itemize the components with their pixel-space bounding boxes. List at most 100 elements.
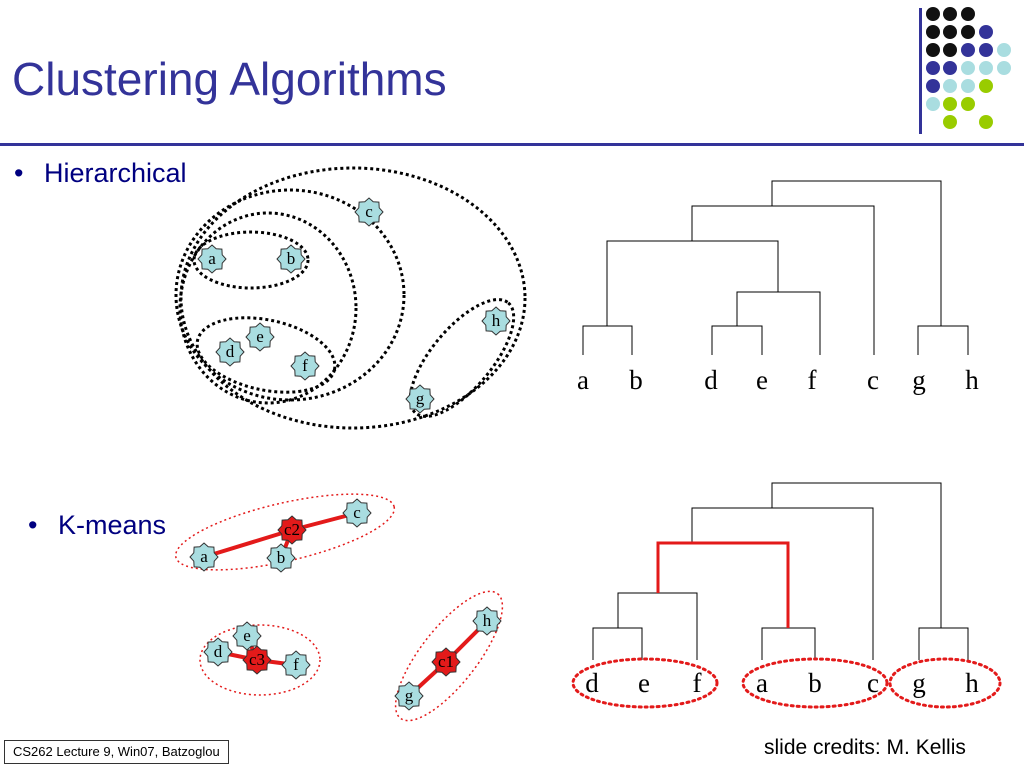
kmeans-leaf-b: b: [808, 668, 822, 698]
cluster-all: [179, 166, 527, 430]
kmeans-cluster-gh: [394, 590, 504, 722]
kmeans-leaf-h: h: [965, 668, 979, 698]
svg-text:g: g: [416, 389, 425, 408]
decorative-dot: [926, 97, 940, 111]
bullet-hierarchical: •Hierarchical: [14, 158, 187, 188]
bullet-kmeans: •K-means: [28, 510, 167, 540]
decorative-dot: [961, 97, 975, 111]
bullet-hierarchical-text: Hierarchical: [44, 158, 187, 188]
hierarchical-leaf-h: h: [965, 365, 979, 395]
hierarchical-dendrogram: [582, 180, 969, 355]
hierarchical-point-c: c: [354, 197, 384, 227]
decorative-vertical-line: [919, 8, 922, 134]
kmeans-leaf-f: f: [693, 668, 702, 698]
decorative-dot: [979, 43, 993, 57]
svg-text:c: c: [353, 503, 361, 522]
hierarchical-leaf-b: b: [629, 365, 643, 395]
svg-text:d: d: [214, 642, 223, 661]
kmeans-point-a: a: [189, 542, 219, 572]
decorative-dot: [979, 61, 993, 75]
decorative-dot: [997, 43, 1011, 57]
decorative-dot: [926, 43, 940, 57]
svg-text:e: e: [243, 626, 251, 645]
kmeans-point-f: f: [281, 650, 311, 680]
decorative-dot: [979, 115, 993, 129]
decorative-dot: [943, 97, 957, 111]
decorative-dot: [926, 79, 940, 93]
svg-text:h: h: [483, 611, 492, 630]
cluster-def: [195, 316, 337, 394]
kmeans-point-b: b: [266, 543, 296, 573]
hierarchical-cluster-outlines: [174, 166, 527, 430]
hierarchical-point-d: d: [215, 337, 245, 367]
kmeans-point-h: h: [472, 606, 502, 636]
decorative-dot: [961, 25, 975, 39]
bullet-kmeans-text: K-means: [58, 510, 167, 540]
svg-text:c3: c3: [249, 650, 265, 669]
slide-title: Clustering Algorithms: [12, 53, 447, 105]
svg-text:c1: c1: [438, 652, 454, 671]
kmeans-dendrogram: [592, 482, 969, 660]
kmeans-point-d: d: [203, 637, 233, 667]
decorative-dot: [926, 7, 940, 21]
svg-text:a: a: [200, 547, 208, 566]
svg-text:b: b: [287, 249, 296, 268]
kmeans-point-c: c: [342, 498, 372, 528]
decorative-dot: [943, 61, 957, 75]
kmeans-leaf-d: d: [585, 668, 599, 698]
hierarchical-point-a: a: [197, 244, 227, 274]
cluster-abcdef: [174, 188, 406, 402]
kmeans-leaf-e: e: [638, 668, 650, 698]
hierarchical-point-g: g: [405, 384, 435, 414]
kmeans-leaf-a: a: [756, 668, 768, 698]
hierarchical-point-b: b: [276, 244, 306, 274]
decorative-dot: [943, 115, 957, 129]
hierarchical-leaf-g: g: [912, 365, 926, 395]
cluster-gh: [408, 298, 516, 418]
kmeans-leaf-groups: [571, 657, 1002, 709]
slide-credits: slide credits: M. Kellis: [764, 736, 966, 759]
hierarchical-leaf-a: a: [577, 365, 589, 395]
hierarchical-point-e: e: [245, 322, 275, 352]
svg-text:f: f: [302, 356, 308, 375]
title-underline: [0, 143, 1024, 146]
decorative-dot: [961, 61, 975, 75]
decorative-dot: [943, 79, 957, 93]
decorative-dot: [961, 7, 975, 21]
cluster-ab: [192, 230, 310, 290]
kmeans-centroid-c2: c2: [277, 515, 307, 545]
svg-text:e: e: [256, 327, 264, 346]
cluster-abdef: [178, 211, 358, 405]
svg-text:a: a: [208, 249, 216, 268]
hierarchical-leaf-d: d: [704, 365, 718, 395]
decorative-dot: [961, 43, 975, 57]
hierarchical-leaf-f: f: [808, 365, 817, 395]
decorative-dot: [943, 43, 957, 57]
svg-text:c: c: [365, 202, 373, 221]
decorative-dot: [997, 61, 1011, 75]
svg-text:b: b: [277, 548, 286, 567]
decorative-dot: [979, 25, 993, 39]
kmeans-cluster-def: [199, 624, 321, 696]
hierarchical-point-f: f: [290, 351, 320, 381]
decorative-dot: [979, 79, 993, 93]
decorative-dot: [926, 25, 940, 39]
svg-text:f: f: [293, 655, 299, 674]
svg-text:c2: c2: [284, 520, 300, 539]
kmeans-centroid-c3: c3: [242, 645, 272, 675]
svg-text:d: d: [226, 342, 235, 361]
lecture-footer: CS262 Lecture 9, Win07, Batzoglou: [4, 740, 229, 764]
decorative-dot: [943, 7, 957, 21]
hierarchical-leaf-c: c: [867, 365, 879, 395]
hierarchical-point-h: h: [481, 306, 511, 336]
decorative-dot: [926, 61, 940, 75]
kmeans-leaf-g: g: [912, 668, 926, 698]
decorative-dot: [943, 25, 957, 39]
decorative-dot: [961, 79, 975, 93]
hierarchical-leaf-e: e: [756, 365, 768, 395]
kmeans-dendrogram-cut: [656, 541, 790, 628]
